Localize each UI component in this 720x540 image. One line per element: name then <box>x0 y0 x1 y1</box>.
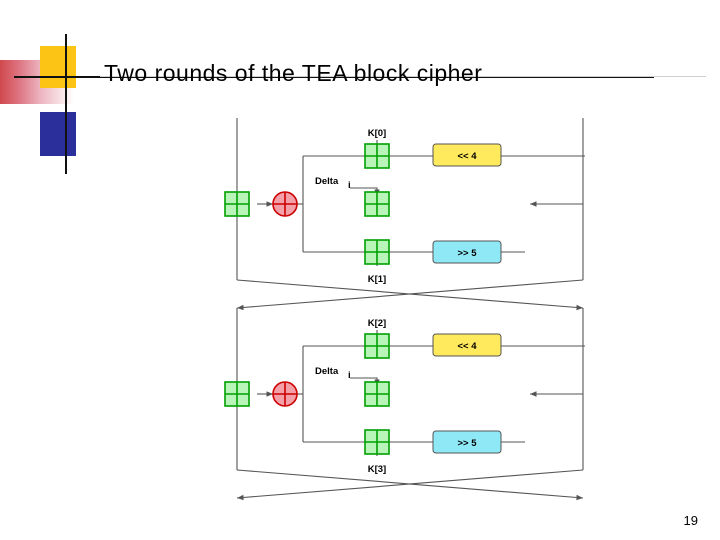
round1-shift-left-label: << 4 <box>457 151 477 162</box>
decor-horizontal-rule-light <box>100 76 706 77</box>
round1-top-adder <box>364 143 390 169</box>
round2-shift-left-box: << 4 <box>432 333 502 357</box>
round2-delta-subscript: i <box>348 370 351 381</box>
round1-shift-right-label: >> 5 <box>457 248 477 259</box>
decorative-header-graphic <box>0 24 180 174</box>
round2-bottom-adder <box>364 429 390 455</box>
decor-yellow-square <box>40 46 76 88</box>
page-title: Two rounds of the TEA block cipher <box>104 60 483 86</box>
decor-blue-square <box>40 112 76 156</box>
round2-shift-right-box: >> 5 <box>432 430 502 454</box>
decor-vertical-rule <box>65 34 67 174</box>
round1-middle-adder <box>364 191 390 217</box>
tea-cipher-diagram: << 4 >> 5 K[0] K[1] Delta i <box>185 112 615 522</box>
round1-shift-left-box: << 4 <box>432 143 502 167</box>
round2-delta-label: Delta <box>315 366 339 377</box>
round2-left-adder <box>224 381 250 407</box>
round1-key-bottom-label: K[1] <box>368 274 386 285</box>
round1-delta-label: Delta <box>315 176 339 187</box>
round2-middle-adder <box>364 381 390 407</box>
round2-key-bottom-label: K[3] <box>368 464 386 475</box>
round1-delta-subscript: i <box>348 180 351 191</box>
decor-horizontal-rule <box>14 76 654 78</box>
round1-left-adder <box>224 191 250 217</box>
round2-shift-right-label: >> 5 <box>457 438 477 449</box>
round1-key-top-label: K[0] <box>368 128 386 139</box>
round2-top-adder <box>364 333 390 359</box>
round2-key-top-label: K[2] <box>368 318 386 329</box>
round2-shift-left-label: << 4 <box>457 341 477 352</box>
round2-xor <box>272 381 298 407</box>
page-number: 19 <box>683 513 698 528</box>
round1-bottom-adder <box>364 239 390 265</box>
round1-xor <box>272 191 298 217</box>
round1-shift-right-box: >> 5 <box>432 240 502 264</box>
